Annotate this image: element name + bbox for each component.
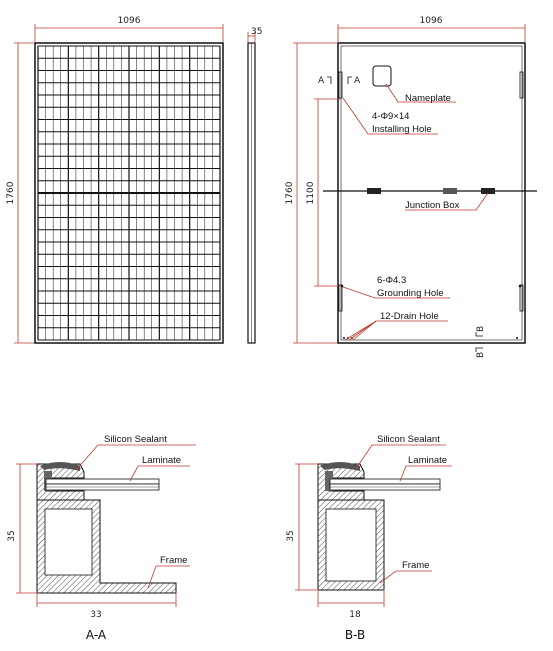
aa-frame-label: Frame [160, 555, 187, 566]
section-a-marker: A A [318, 76, 361, 86]
section-a-left: A [318, 76, 325, 86]
nameplate-callout: Nameplate [385, 83, 456, 104]
grounding-hole-callout: 6-Φ4.3 Grounding Hole [342, 275, 450, 299]
installing-hole-label: Installing Hole [372, 124, 432, 135]
bb-width-label: 18 [349, 610, 361, 620]
bb-frame-label: Frame [402, 560, 429, 571]
hole-spacing-label: 1100 [306, 181, 316, 204]
grounding-hole-spec: 6-Φ4.3 [377, 275, 406, 286]
section-b-marker: B B [475, 326, 486, 358]
section-b-top: B [476, 326, 486, 332]
installing-hole [338, 71, 343, 99]
bb-sealant-label: Silicon Sealant [377, 434, 440, 445]
side-view: 35 [247, 27, 262, 344]
installing-hole [519, 284, 524, 312]
hole-spacing-dimension: 1100 [306, 98, 340, 287]
front-height-label: 1760 [6, 181, 16, 204]
rear-width-label: 1096 [420, 16, 443, 26]
front-view [34, 42, 224, 344]
junction-box-shape [443, 188, 457, 194]
aa-laminate-label: Laminate [142, 455, 181, 466]
side-thickness-label: 35 [251, 27, 262, 37]
junction-box-callout: Junction Box [405, 192, 489, 211]
front-width-label: 1096 [118, 16, 141, 26]
aa-sealant-label: Silicon Sealant [104, 434, 167, 445]
front-height-dimension: 1760 [6, 42, 34, 344]
bb-laminate-label: Laminate [408, 455, 447, 466]
installing-hole-callout: 4-Φ9×14 Installing Hole [342, 97, 438, 135]
connector [481, 188, 495, 194]
section-aa: 35 33 Silicon Sealant Laminate Frame A-A [7, 434, 196, 642]
rear-width-dimension: 1096 [337, 16, 526, 42]
aa-caption: A-A [86, 628, 107, 642]
bb-height-label: 35 [286, 530, 296, 541]
section-a-right: A [354, 76, 361, 86]
nameplate-rect [372, 65, 392, 87]
connector [367, 188, 381, 194]
installing-hole-spec: 4-Φ9×14 [372, 111, 409, 122]
aa-height-label: 35 [7, 530, 17, 541]
rear-height-dimension: 1760 [285, 42, 337, 344]
rear-height-label: 1760 [285, 181, 295, 204]
rear-view [323, 42, 537, 344]
installing-hole [338, 284, 343, 312]
drain-hole-callout: 12-Drain Hole [344, 311, 448, 341]
grounding-hole-label: Grounding Hole [377, 288, 444, 299]
junction-box-label: Junction Box [405, 200, 460, 211]
installing-hole [519, 71, 524, 99]
front-width-dimension: 1096 [34, 16, 224, 42]
aa-width-label: 33 [90, 610, 101, 620]
section-b-bottom: B [476, 352, 486, 358]
bb-caption: B-B [345, 628, 365, 642]
drain-hole-label: 12-Drain Hole [380, 311, 439, 322]
nameplate-label: Nameplate [405, 93, 451, 104]
section-bb: 35 18 Silicon Sealant Laminate Frame B-B [286, 434, 452, 642]
